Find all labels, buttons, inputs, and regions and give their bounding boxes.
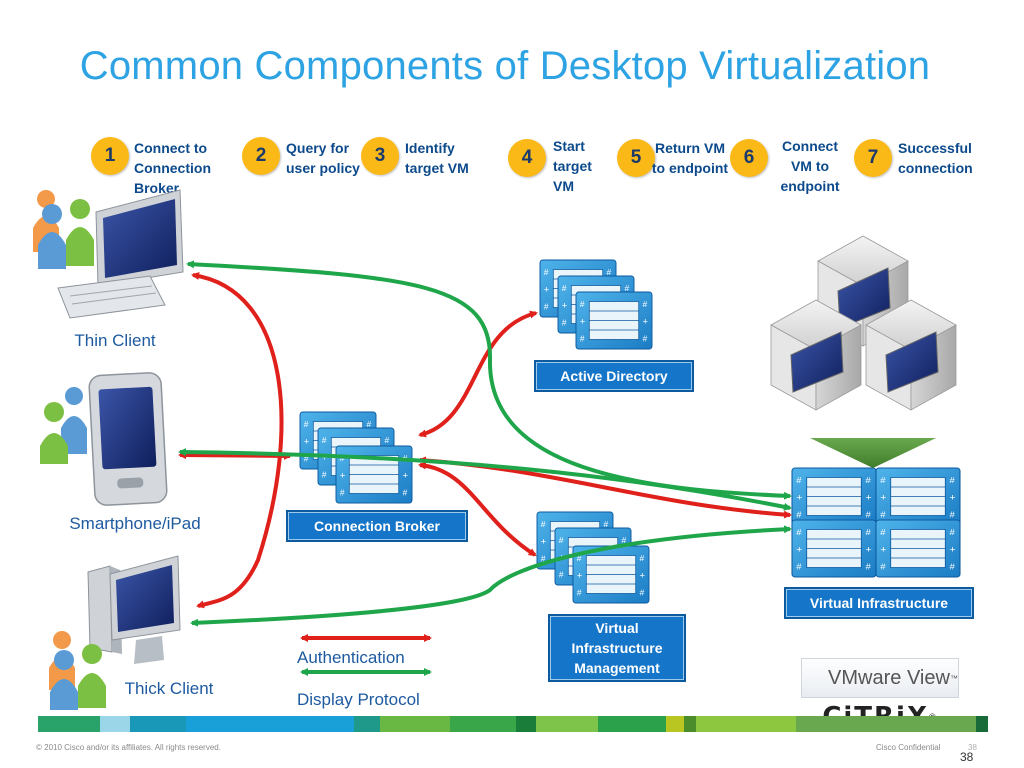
footer-stripe-segment (130, 716, 186, 732)
page-title: Common Components of Desktop Virtualizat… (79, 44, 931, 88)
active-directory-box: Active Directory (534, 360, 694, 392)
smartphone-users-icon (40, 387, 87, 464)
step-4-badge: 4 (508, 139, 546, 177)
step-3-label: Identify target VM (405, 140, 469, 176)
step-5-badge: 5 (617, 139, 655, 177)
footer-stripe-segment (666, 716, 684, 732)
footer-stripe-segment (598, 716, 666, 732)
step-7-label: Successful connection (898, 140, 973, 176)
footer-stripe-segment (536, 716, 598, 732)
footer-stripe-segment (380, 716, 450, 732)
copyright-text: © 2010 Cisco and/or its affiliates. All … (36, 743, 221, 752)
footer-stripe-segment (354, 716, 380, 732)
legend-display-protocol-label: Display Protocol (297, 690, 420, 709)
virtual-infrastructure-box: Virtual Infrastructure (784, 587, 974, 619)
page-number: 38 (960, 750, 974, 764)
footer-stripe-segment (100, 716, 130, 732)
virtual-machines-icon (770, 235, 957, 411)
step-6-label: Connect VM to endpoint (780, 138, 840, 194)
footer-stripe-segment (450, 716, 516, 732)
thick-client-tower-icon (87, 555, 181, 664)
footer-stripe-segment (976, 716, 988, 732)
thin-client-label: Thin Client (74, 331, 156, 350)
step-1-label: Connect to Connection Broker (134, 140, 211, 196)
footer-stripe-segment (684, 716, 696, 732)
smartphone-device-icon (88, 372, 168, 506)
down-arrow-triangle (810, 438, 936, 468)
step-5-label: Return VM to endpoint (651, 140, 729, 176)
footer-stripe-segment (38, 716, 100, 732)
step-4-label: Start target VM (553, 138, 592, 194)
footer-stripe-segment (796, 716, 976, 732)
footer-stripe-segment (696, 716, 796, 732)
step-7-badge: 7 (854, 139, 892, 177)
footer-stripe-segment (186, 716, 354, 732)
thick-client-label: Thick Client (124, 679, 214, 698)
smartphone-label: Smartphone/iPad (69, 514, 201, 533)
display-protocol-arrows (178, 260, 792, 627)
vim-servers-icon (536, 511, 650, 604)
thin-client-monitor-icon (57, 189, 184, 319)
vim-box: Virtual Infrastructure Management (548, 614, 686, 682)
footer-stripe-segment (516, 716, 536, 732)
step-3-badge: 3 (361, 137, 399, 175)
step-2-badge: 2 (242, 137, 280, 175)
connection-broker-box: Connection Broker (286, 510, 468, 542)
legend-authentication-label: Authentication (297, 648, 405, 667)
vmware-view-text: VMware View (828, 666, 950, 689)
thin-client-users-icon (33, 190, 94, 269)
step-6-badge: 6 (730, 139, 768, 177)
confidential-text: Cisco Confidential (876, 743, 941, 752)
thick-client-users-icon (49, 631, 106, 710)
vmware-tm: ™ (949, 673, 958, 683)
page-number-small: 38 (968, 743, 977, 752)
active-directory-servers-icon (539, 259, 653, 350)
virtual-infrastructure-servers-icon (791, 467, 961, 578)
step-2-label: Query for user policy (286, 140, 360, 176)
step-1-badge: 1 (91, 137, 129, 175)
legend-arrows (300, 634, 432, 676)
